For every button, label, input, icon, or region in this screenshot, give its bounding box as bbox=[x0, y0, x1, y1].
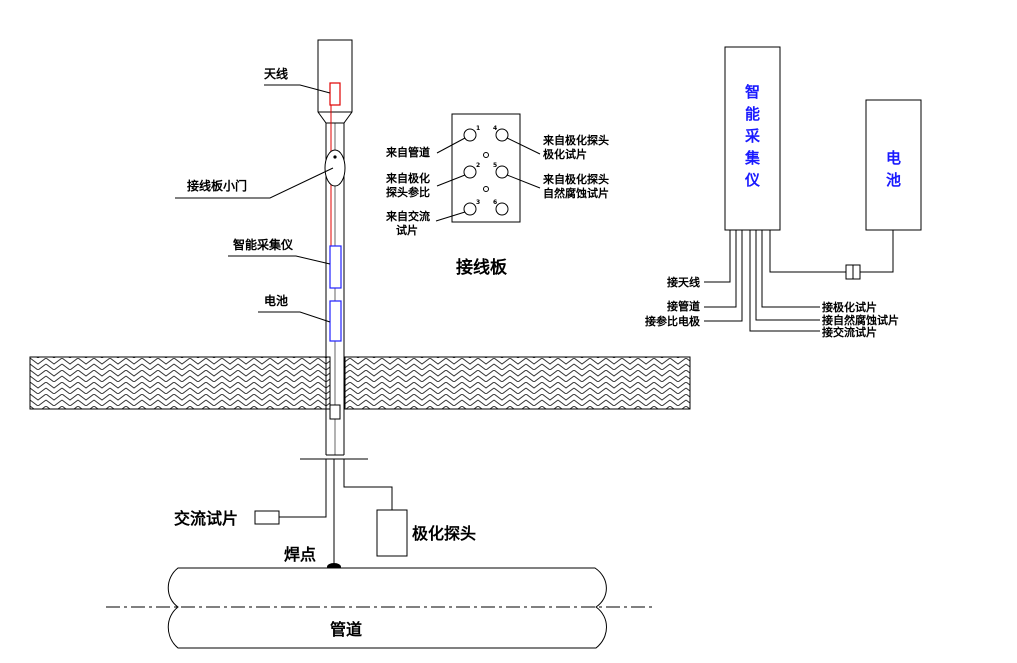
svg-text:能: 能 bbox=[745, 105, 760, 123]
ac-coupon-label: 交流试片 bbox=[174, 509, 238, 528]
pipeline bbox=[106, 567, 653, 649]
connect-antenna-label: 接天线 bbox=[667, 275, 700, 289]
svg-text:6: 6 bbox=[493, 199, 497, 206]
svg-text:3: 3 bbox=[476, 199, 480, 206]
antenna-label: 天线 bbox=[264, 66, 288, 81]
pole-bottom-window bbox=[329, 404, 341, 420]
soil-layer bbox=[29, 356, 691, 410]
collector-label: 智能采集仪 bbox=[232, 237, 294, 252]
weld-point-label: 焊点 bbox=[284, 545, 316, 564]
from-probe-label-1: 来自极化 bbox=[385, 171, 430, 185]
connect-natural-coupon-label: 接自然腐蚀试片 bbox=[822, 313, 899, 327]
battery-label: 电池 bbox=[264, 293, 288, 308]
antenna-leader bbox=[264, 84, 331, 94]
svg-text:4: 4 bbox=[493, 125, 497, 132]
svg-text:池: 池 bbox=[886, 171, 901, 189]
from-ac-label-2: 试片 bbox=[396, 223, 418, 237]
junction-leaders bbox=[435, 137, 541, 222]
battery-unit-text: 电 池 bbox=[886, 149, 901, 189]
connect-ac-coupon-label: 接交流试片 bbox=[822, 325, 877, 339]
connect-pipeline-label: 接管道 bbox=[667, 299, 700, 313]
collector-wires bbox=[704, 230, 894, 332]
antenna-element bbox=[329, 82, 341, 106]
ac-coupon-box bbox=[254, 510, 280, 525]
svg-text:电: 电 bbox=[886, 149, 901, 167]
junction-board-panel bbox=[451, 113, 521, 223]
polarization-probe-box bbox=[376, 509, 408, 557]
connect-polarization-coupon-label: 接极化试片 bbox=[822, 300, 877, 314]
polarization-coupon-label: 极化试片 bbox=[543, 147, 587, 161]
from-ac-label-1: 来自交流 bbox=[385, 209, 430, 223]
junction-door-label: 接线板小门 bbox=[187, 178, 247, 193]
junction-board-title: 接线板 bbox=[456, 257, 508, 278]
battery-unit bbox=[865, 99, 922, 231]
from-probe-right-2: 来自极化探头 bbox=[542, 172, 609, 186]
svg-text:智: 智 bbox=[745, 83, 760, 101]
junction-terminals bbox=[463, 128, 509, 216]
junction-door bbox=[324, 149, 346, 187]
collector-box bbox=[329, 245, 342, 289]
collector-unit-text: 智 能 采 集 仪 bbox=[744, 83, 761, 189]
from-pipeline-label: 来自管道 bbox=[385, 145, 430, 159]
from-probe-label-2: 探头参比 bbox=[386, 185, 430, 199]
connect-reference-label: 接参比电极 bbox=[645, 314, 701, 328]
from-probe-right-1: 来自极化探头 bbox=[542, 133, 609, 147]
svg-text:1: 1 bbox=[476, 125, 480, 132]
svg-text:集: 集 bbox=[744, 149, 761, 167]
collector-leader bbox=[228, 255, 331, 265]
collector-unit bbox=[724, 46, 781, 231]
battery-box bbox=[329, 300, 342, 342]
battery-leader bbox=[258, 311, 331, 323]
svg-text:仪: 仪 bbox=[744, 171, 761, 189]
door-leader bbox=[175, 167, 334, 199]
svg-text:采: 采 bbox=[744, 127, 761, 145]
svg-text:2: 2 bbox=[476, 162, 480, 169]
polarization-probe-label: 极化探头 bbox=[412, 524, 476, 543]
svg-text:5: 5 bbox=[493, 162, 497, 169]
junction-pin-numbers: 1 4 2 5 3 6 bbox=[476, 125, 497, 206]
natural-corrosion-coupon-label: 自然腐蚀试片 bbox=[543, 186, 609, 200]
pipeline-label: 管道 bbox=[330, 620, 362, 639]
underground-wiring bbox=[279, 459, 393, 566]
